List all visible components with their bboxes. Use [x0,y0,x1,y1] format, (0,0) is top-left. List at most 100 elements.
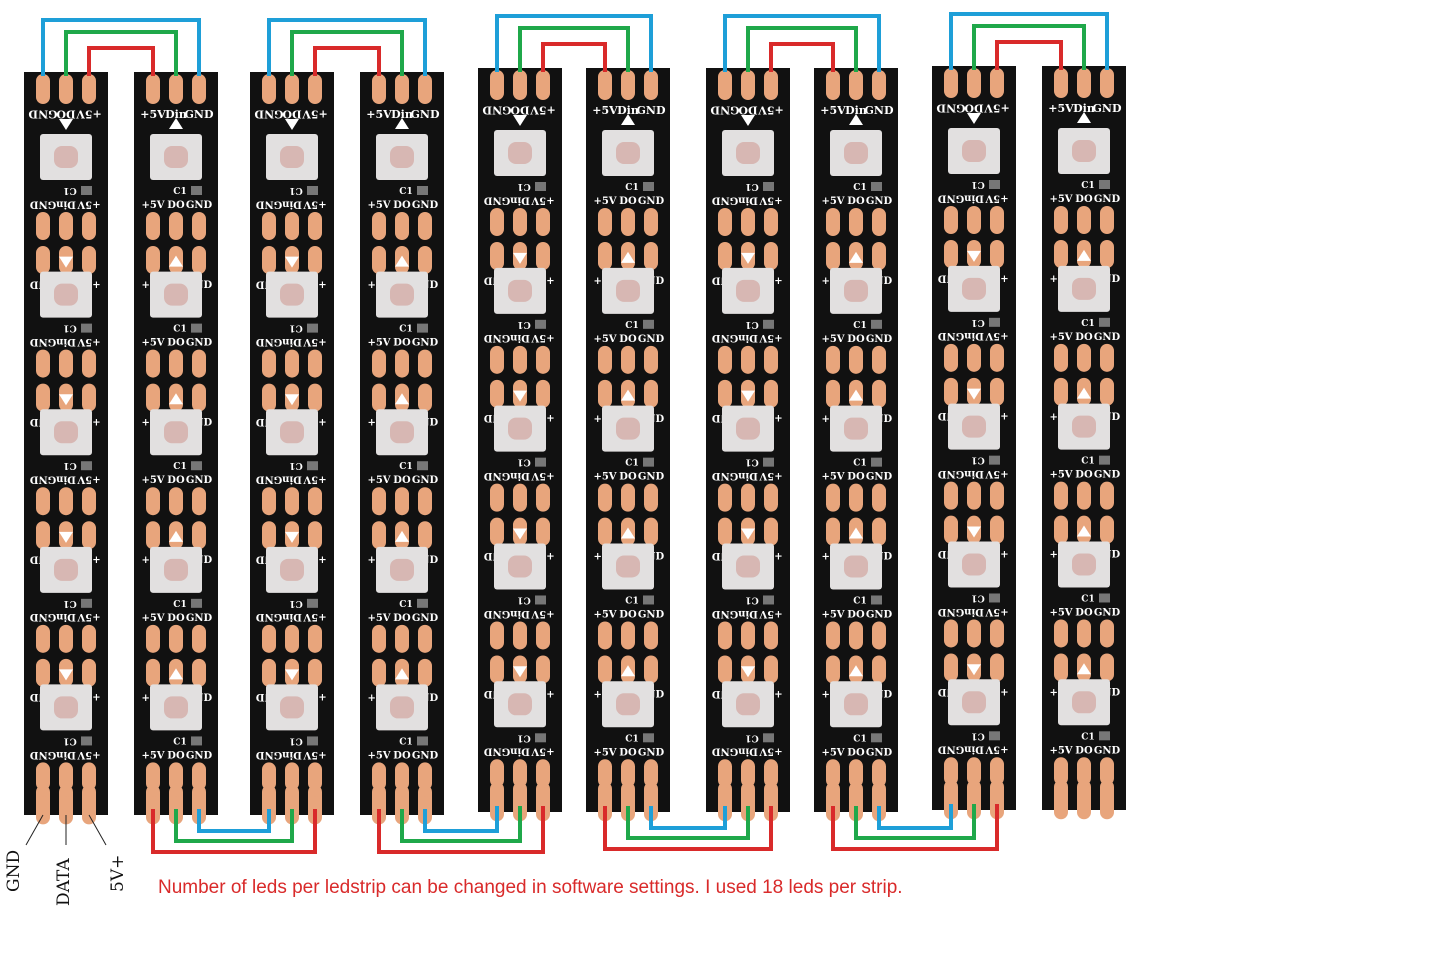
led-core [962,140,986,162]
solder-pad [598,379,612,408]
pin-label: DO [847,334,865,345]
solder-pad [169,487,183,516]
direction-arrow [285,669,299,681]
solder-pad [741,345,755,374]
led-core [844,555,868,578]
led-core [1072,415,1096,438]
solder-pad [490,517,504,546]
direction-arrow [621,389,635,401]
solder-pad [59,212,73,240]
led-core [616,417,640,440]
led-core [736,555,760,578]
led-core [962,415,986,438]
capacitor [1099,180,1110,189]
cap-label: C1 [399,325,412,335]
pin-label: DO [393,750,411,761]
solder-pad [826,242,840,270]
cap-label: C1 [625,321,638,331]
solder-pad [967,619,981,648]
pin-label: GND [866,827,893,838]
data-wire-top [746,26,858,72]
pin-label: Din [509,608,529,619]
pin-label: GND [711,826,738,837]
solder-pad [285,349,299,378]
solder-pad [1054,653,1068,682]
pin-label: DO [167,475,185,486]
solder-pad [1054,515,1068,544]
pin-label: Din [281,336,301,347]
power-wire-top [995,40,1063,70]
solder-pad [395,74,409,104]
solder-pad [192,383,206,412]
direction-arrow [741,390,755,402]
pin-label: GND [866,196,893,207]
led-core [1072,140,1096,162]
gnd-wire-bottom [877,804,953,830]
solder-pad [169,349,183,378]
solder-pad [598,345,612,374]
pin-label: GND [483,608,510,619]
solder-pad [418,487,432,516]
solder-pad [146,212,160,240]
pin-label: Din [617,104,639,117]
gnd-wire-bottom [649,806,727,830]
solder-pad [990,206,1004,234]
direction-arrow [967,113,981,124]
solder-pad [967,481,981,510]
solder-pad [192,658,206,687]
solder-pad [262,762,276,791]
pin-label: Din [963,744,983,755]
cap-label: C1 [63,598,76,608]
direction-arrow [849,251,863,263]
solder-pad [1077,68,1091,98]
capacitor [81,461,92,471]
direction-arrow [967,250,981,262]
solder-pad [490,759,504,788]
capacitor [417,323,428,333]
solder-pad [718,208,732,236]
solder-pad [944,757,958,786]
cap-label: C1 [63,735,76,745]
solder-pad [1054,481,1068,510]
solder-pad [59,487,73,516]
solder-pad [418,624,432,653]
solder-pad [490,70,504,100]
cap-label: C1 [63,323,76,333]
solder-pad [1100,481,1114,510]
cap-label: C1 [1081,732,1094,742]
pin-label: GND [29,749,56,760]
direction-arrow [59,669,73,681]
pin-label: +5V [821,747,844,758]
solder-pad [598,483,612,512]
solder-pad [718,759,732,788]
solder-pad [59,74,73,104]
solder-pad [967,343,981,372]
direction-arrow [621,251,635,263]
pin-label: GND [28,108,57,121]
capacitor [871,457,882,467]
pin-label: +5V [141,475,164,486]
solder-pad [308,349,322,378]
pin-label: GND [254,108,283,121]
solder-pad [598,242,612,270]
solder-pad [644,345,658,374]
capacitor [989,455,1000,465]
pin-label: +5V [593,334,616,345]
solder-pad [536,242,550,270]
solder-pad [308,658,322,687]
solder-pad [621,70,635,100]
solder-pad [741,483,755,512]
pin-label: GND [412,475,439,486]
pin-label: Din [165,108,187,121]
solder-pad [644,208,658,236]
solder-pad [36,521,50,550]
pin-label: GND [255,474,282,485]
pin-label: +5V [367,200,390,211]
solder-pad [262,521,276,550]
direction-arrow [513,252,527,264]
solder-pad [1077,619,1091,648]
pin-label: GND [255,611,282,622]
direction-arrow [395,118,409,129]
solder-pad [598,759,612,788]
pin-label: GND [866,609,893,620]
